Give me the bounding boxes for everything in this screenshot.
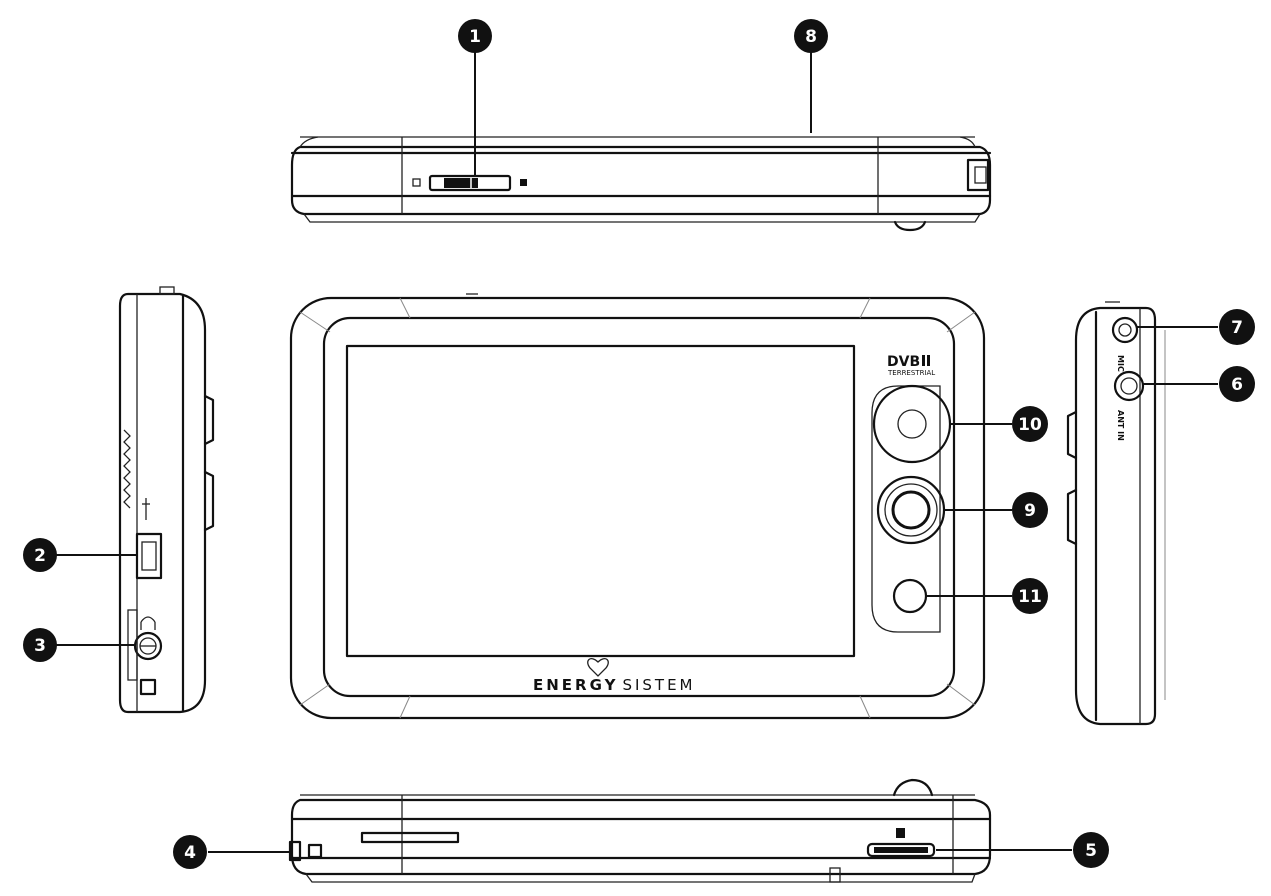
callout-4: 4 [173,835,207,869]
svg-text:6: 6 [1231,375,1243,395]
heart-icon [587,658,609,677]
svg-text:DVB: DVB [887,354,920,370]
svg-text:11: 11 [1018,587,1042,607]
svg-text:3: 3 [34,636,46,656]
joystick-button[interactable] [876,475,946,545]
sd-card-slot [866,828,936,858]
svg-text:4: 4 [184,843,196,863]
svg-text:TERRESTRIAL: TERRESTRIAL [887,369,935,377]
svg-text:MIC: MIC [1116,355,1125,372]
dvb-logo: DVB TERRESTRIAL [887,354,935,377]
bottom-view [208,778,1072,883]
svg-text:7: 7 [1231,318,1243,338]
svg-text:9: 9 [1024,501,1036,521]
callout-6: 6 [1219,366,1255,402]
callout-5: 5 [1073,832,1109,868]
top-view [290,50,992,232]
callout-1: 1 [458,19,492,53]
control-panel [871,385,941,633]
svg-text:2: 2 [34,546,46,566]
mic-jack: MIC [1111,316,1139,372]
right-side-view: MIC ANT IN [1066,301,1218,726]
svg-text:10: 10 [1018,415,1042,435]
callout-2: 2 [23,538,57,572]
svg-text:5: 5 [1085,841,1097,861]
headphone-jack [133,616,163,661]
bottom-button[interactable] [892,578,928,614]
svg-text:1: 1 [469,27,481,47]
headphone-icon [140,616,156,623]
left-side-view [56,286,215,714]
hold-switch[interactable] [412,174,527,192]
antenna-jack: ANT IN [1113,370,1145,441]
callout-3: 3 [23,628,57,662]
callout-10: 10 [1012,406,1048,442]
screen [345,344,856,658]
card-icon [896,828,905,838]
top-button[interactable] [872,384,952,464]
callout-11: 11 [1012,578,1048,614]
callout-9: 9 [1012,492,1048,528]
callout-8: 8 [794,19,828,53]
usb-port [135,498,163,580]
callout-7: 7 [1219,309,1255,345]
svg-text:8: 8 [805,27,817,47]
svg-text:ANT IN: ANT IN [1116,410,1125,441]
lock-icon [520,179,527,186]
